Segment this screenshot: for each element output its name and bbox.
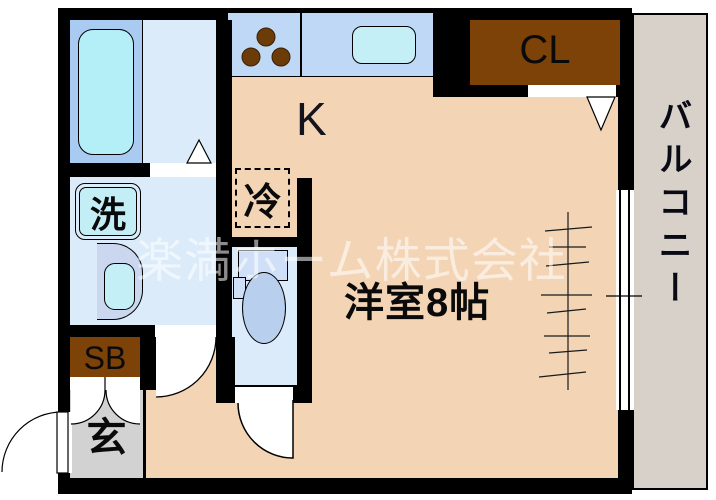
wall (232, 237, 297, 247)
washer-label: 洗 (89, 193, 126, 235)
refrigerator-space: 冷 (235, 168, 290, 228)
window-pane-line (628, 190, 630, 410)
main-room-label: 洋室8帖 (344, 281, 491, 325)
fridge-label: 冷 (243, 181, 282, 224)
vanity-bowl (104, 263, 135, 310)
wall (216, 20, 232, 337)
kitchen-sink (352, 26, 416, 64)
closet-door-opening (528, 85, 616, 97)
closet-label: CL (519, 28, 571, 72)
toilet-bowl (242, 272, 286, 344)
window-pane-line (619, 190, 621, 410)
kitchen-label: K (296, 93, 327, 145)
wall (140, 325, 157, 390)
shoe-box (70, 337, 140, 377)
wall (433, 8, 470, 97)
front-door-swing (2, 412, 62, 472)
shoe-box-label: SB (83, 340, 127, 376)
washing-machine: 洗 (75, 183, 141, 240)
entrance-label: 玄 (86, 416, 127, 460)
closet (470, 20, 620, 85)
toilet-door-opening (235, 387, 293, 403)
bathroom-door-opening (150, 163, 216, 177)
shoe-box-door-opening (70, 377, 140, 390)
company-watermark: 楽満ホーム株式会社 (136, 234, 567, 287)
balcony-label: バルコニー (653, 98, 691, 313)
entrance-step-line (143, 390, 146, 478)
balcony-window (616, 190, 634, 410)
washroom-door-opening (155, 325, 216, 337)
front-door-arc (1, 411, 63, 473)
washing-machine-pan: 洗 (79, 187, 137, 236)
wall (297, 178, 312, 403)
counter-divider (300, 13, 302, 77)
bathtub (78, 29, 134, 155)
